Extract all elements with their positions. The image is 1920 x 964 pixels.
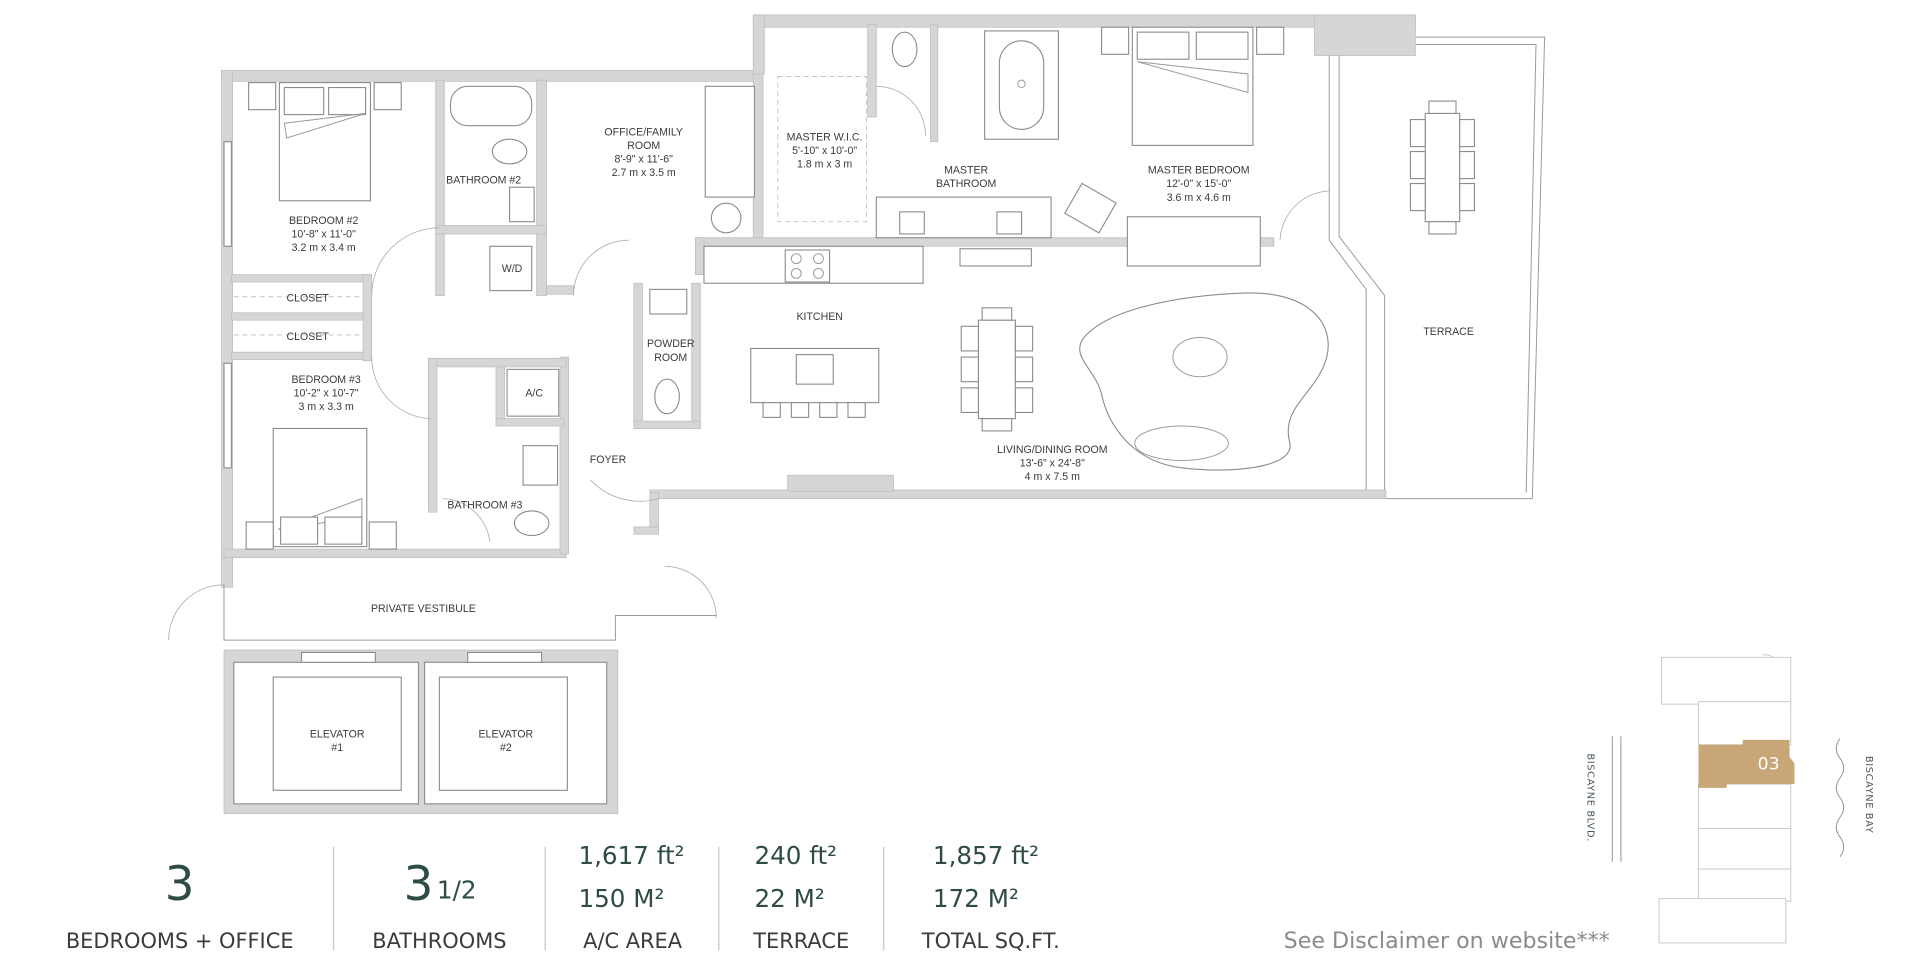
office-imperial: 8'-9" x 11'-6" [614,154,673,166]
terrace-table-icon [1424,112,1461,223]
terrace-outline [1384,36,1546,500]
bathtub-icon [998,40,1045,130]
bedroom2-label: BEDROOM #2 [289,215,358,227]
ac-area-sqm: 150 M² [578,884,664,913]
wd-label: W/D [502,263,523,275]
master-bath-label-1: MASTER [944,165,988,177]
total-label: TOTAL SQ.FT. [921,929,1060,953]
powder-label-1: POWDER [647,338,695,350]
floor-plan: BEDROOM #2 10'-8" x 11'-0" 3.2 m x 3.4 m… [168,14,1546,815]
foyer-label: FOYER [590,454,627,466]
master-bath-label-2: BATHROOM [936,178,996,190]
ac-area-sqft: 1,617 ft² [578,841,684,870]
water-waves-icon [1835,738,1845,858]
unit-number: 03 [1758,754,1780,774]
cooktop-icon [784,249,831,283]
room-labels: BEDROOM #2 10'-8" x 11'-0" 3.2 m x 3.4 m… [287,127,1474,754]
closet2-label: CLOSET [287,331,330,343]
elevator2-label: ELEVATOR [479,728,534,740]
elevator-1 [272,676,402,791]
bathrooms-fraction: 1/2 [437,876,477,905]
terrace-sqft: 240 ft² [754,841,837,870]
bathtub-icon [449,85,533,127]
toilet-icon [654,378,680,415]
total-sqm: 172 M² [933,884,1019,913]
street-label: BISCAYNE BLVD. [1585,753,1596,842]
toilet-icon [491,138,528,165]
bedroom3-imperial: 10'-2" x 10'-7" [294,387,359,399]
master-bedroom-metric: 3.6 m x 4.6 m [1167,192,1231,204]
closet1-label: CLOSET [287,293,330,305]
dining-table-icon [977,319,1016,420]
toilet-icon [513,510,550,537]
disclaimer-text: See Disclaimer on website*** [1284,928,1610,954]
bedroom2-imperial: 10'-8" x 11'-0" [292,229,357,241]
living-metric: 4 m x 7.5 m [1025,471,1080,483]
sofa-icon [1079,292,1329,471]
bathrooms-label: BATHROOMS [372,929,506,953]
master-wic-imperial: 5'-10" x 10'-0" [792,145,857,157]
living-label: LIVING/DINING ROOM [997,444,1108,456]
water-label: BISCAYNE BAY [1863,756,1874,834]
terrace-sqm: 22 M² [754,884,824,913]
kitchen-label: KITCHEN [796,311,842,323]
washer-dryer-icon [489,245,533,292]
master-bedroom-label: MASTER BEDROOM [1148,165,1250,177]
wall [221,69,759,82]
elevator2-number: #2 [500,742,512,754]
toilet-icon [891,31,918,68]
elevator1-label: ELEVATOR [310,728,365,740]
unit-stats: 3 BEDROOMS + OFFICE 3 1/2 BATHROOMS 1,61… [66,841,1060,953]
master-bedroom-imperial: 12'-0" x 15'-0" [1166,178,1231,190]
total-sqft: 1,857 ft² [933,841,1039,870]
bathroom3-label: BATHROOM #3 [447,499,522,511]
bedroom3-label: BEDROOM #3 [291,374,360,386]
unit-highlight [1698,739,1795,788]
bathrooms-value: 3 [404,858,434,912]
elevator1-number: #1 [331,742,343,754]
bedroom3-metric: 3 m x 3.3 m [299,401,354,413]
ac-area-label: A/C AREA [583,929,683,953]
ac-label: A/C [525,387,543,399]
master-wic-label: MASTER W.I.C. [787,131,863,143]
office-label-2: ROOM [627,140,660,152]
terrace-area-label: TERRACE [752,929,849,953]
sofa-icon [704,85,756,198]
terrace-label: TERRACE [1423,326,1474,338]
office-label-1: OFFICE/FAMILY [604,127,683,139]
office-metric: 2.7 m x 3.5 m [612,167,676,179]
bedrooms-value: 3 [165,858,195,912]
bedrooms-label: BEDROOMS + OFFICE [66,929,294,953]
master-wic-metric: 1.8 m x 3 m [797,159,852,171]
keyplate: 03 BISCAYNE BLVD. BISCAYNE BAY [1585,654,1874,944]
elevator-2 [438,676,568,791]
bathroom2-label: BATHROOM #2 [446,175,521,187]
bedroom2-metric: 3.2 m x 3.4 m [292,242,356,254]
living-imperial: 13'-6" x 24'-8" [1020,458,1085,470]
powder-label-2: ROOM [654,352,687,364]
vestibule-label: PRIVATE VESTIBULE [371,603,476,615]
